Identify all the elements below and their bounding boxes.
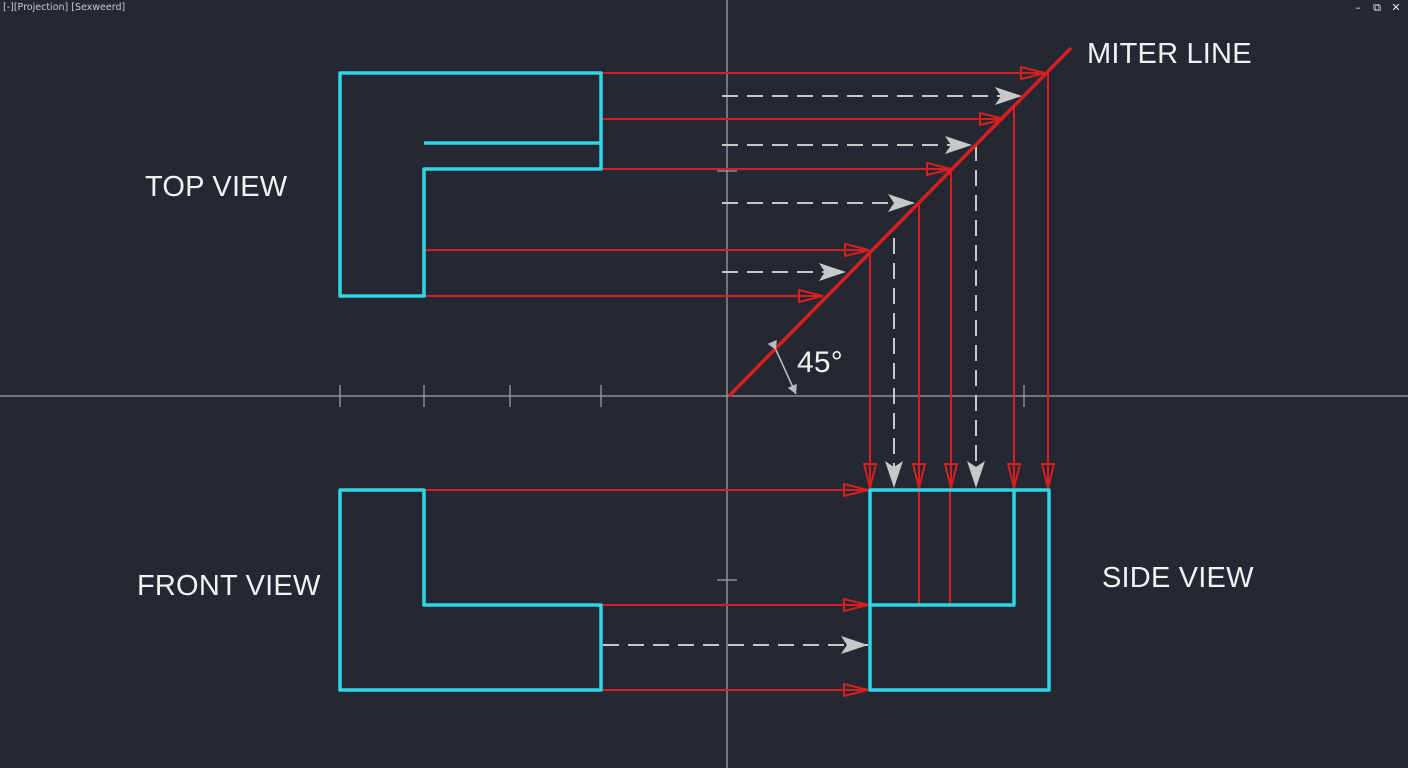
window-controls: – ⧉ ✕ [1352,1,1402,15]
angle-dimension-arc [767,339,797,395]
viewport-label[interactable]: [-][Projection] [Sexweerd] [3,2,126,13]
close-icon[interactable]: ✕ [1391,1,1401,14]
front-view-label: FRONT VIEW [137,570,321,602]
restore-icon[interactable]: ⧉ [1373,1,1381,14]
minimize-icon[interactable]: – [1355,1,1361,14]
orthographic-views [338,71,1051,692]
side-view-label: SIDE VIEW [1102,562,1254,594]
top-view-outline[interactable] [338,71,603,298]
hidden-projection-lines [603,87,1022,654]
front-view-outline[interactable] [338,488,603,692]
side-view-outline[interactable] [868,488,1051,692]
miter-line[interactable] [727,46,1073,398]
top-view-label: TOP VIEW [145,171,288,203]
miter-line-label: MITER LINE [1087,38,1252,70]
angle-label: 45° [797,346,843,379]
projection-lines [424,73,1048,690]
